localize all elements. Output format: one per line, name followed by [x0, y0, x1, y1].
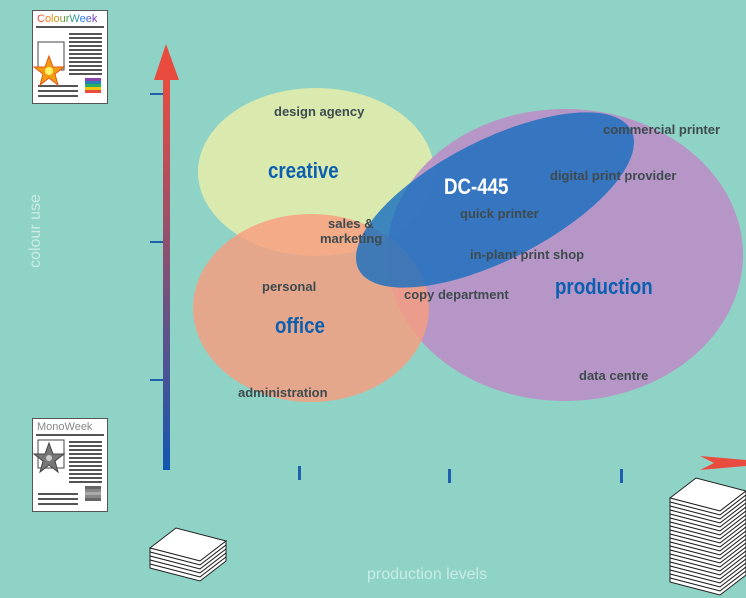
mono-magazine-title: MonoWeek	[37, 421, 93, 433]
y-axis	[150, 44, 179, 470]
segment-in-plant-print-shop: in-plant print shop	[470, 247, 585, 262]
y-axis-label: colour use	[27, 194, 44, 268]
x-axis-label: production levels	[367, 566, 488, 583]
segment-sales-marketing-line2: marketing	[320, 231, 383, 246]
segment-quick-printer: quick printer	[460, 206, 539, 221]
segment-sales-marketing-line1: sales &	[328, 216, 374, 231]
segment-digital-print-provider: digital print provider	[550, 168, 677, 183]
mono-grey-swatch	[85, 486, 101, 501]
colour-cmyk-swatch	[85, 78, 101, 93]
dc445-ellipse	[355, 112, 635, 288]
creative-ellipse	[198, 88, 434, 256]
region-label-creative: creative	[268, 158, 339, 183]
mono-magazine-artwork	[33, 434, 104, 505]
colour-magazine-artwork	[33, 26, 104, 97]
segment-personal: personal	[262, 279, 317, 294]
region-label-production: production	[555, 274, 653, 299]
region-label-dc445: DC-445	[444, 174, 509, 199]
segment-administration: administration	[238, 385, 328, 400]
mono-magazine-icon: MonoWeek	[32, 418, 108, 512]
segment-copy-department: copy department	[404, 287, 509, 302]
paper-stack-small-icon	[148, 527, 228, 582]
x-axis	[298, 456, 746, 483]
segment-data-centre: data centre	[579, 368, 649, 383]
x-axis-arrow	[700, 456, 746, 470]
segment-commercial-printer: commercial printer	[603, 122, 721, 137]
segment-design-agency: design agency	[274, 104, 365, 119]
paper-stack-large-icon	[668, 477, 746, 596]
colour-magazine-title: ColourWeek	[37, 13, 98, 25]
region-label-office: office	[275, 313, 325, 338]
colour-magazine-icon: ColourWeek	[32, 10, 108, 104]
